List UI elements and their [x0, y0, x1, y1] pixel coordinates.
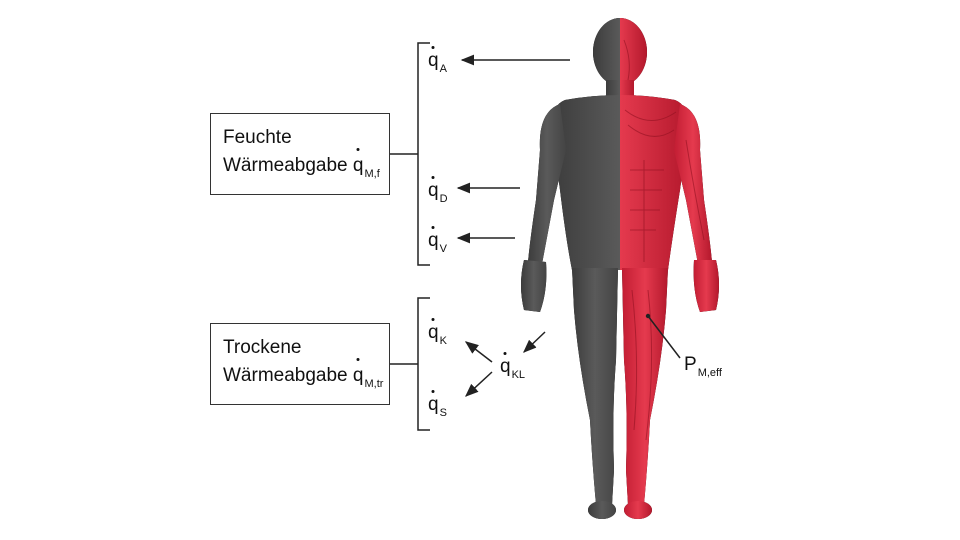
subscript-qA: A [439, 63, 447, 75]
arrow-qKL-qK [464, 341, 493, 363]
leader-PMeff [647, 315, 681, 359]
box-trocken-line2: Wärmeabgabe [223, 365, 348, 386]
symbol-qA: q [428, 50, 439, 71]
symbol-q-mtr: q [353, 362, 364, 390]
subscript-mf: M,f [364, 168, 380, 180]
arrow-qKL-qS [465, 371, 493, 397]
symbol-qD: q [428, 180, 439, 201]
label-qS: qS [428, 394, 447, 424]
subscript-mtr: M,tr [364, 378, 384, 390]
symbol-qKL: q [500, 356, 511, 377]
arrow-to-qKL [523, 331, 546, 353]
subscript-qK: K [439, 335, 447, 347]
box-trocken-line1: Trockene [223, 337, 302, 358]
symbol-PMeff: P [684, 354, 697, 375]
label-qK: qK [428, 322, 447, 352]
subscript-qKL: KL [511, 369, 526, 381]
label-PMeff: PM,eff [684, 354, 722, 384]
box-feucht-line2: Wärmeabgabe [223, 155, 348, 176]
subscript-PMeff: M,eff [697, 367, 722, 379]
label-qA: qA [428, 50, 447, 80]
box-feuchte-waermeabgabe: Feuchte Wärmeabgabe qM,f [210, 113, 390, 195]
box-trockene-waermeabgabe: Trockene Wärmeabgabe qM,tr [210, 323, 390, 405]
subscript-qD: D [439, 193, 448, 205]
subscript-qS: S [439, 407, 447, 419]
box-feucht-line1: Feuchte [223, 127, 292, 148]
symbol-qK: q [428, 322, 439, 343]
label-qV: qV [428, 230, 447, 260]
label-qD: qD [428, 180, 448, 210]
symbol-qS: q [428, 394, 439, 415]
label-qKL: qKL [500, 356, 525, 386]
symbol-qV: q [428, 230, 439, 251]
subscript-qV: V [439, 243, 447, 255]
symbol-q-mf: q [353, 152, 364, 180]
